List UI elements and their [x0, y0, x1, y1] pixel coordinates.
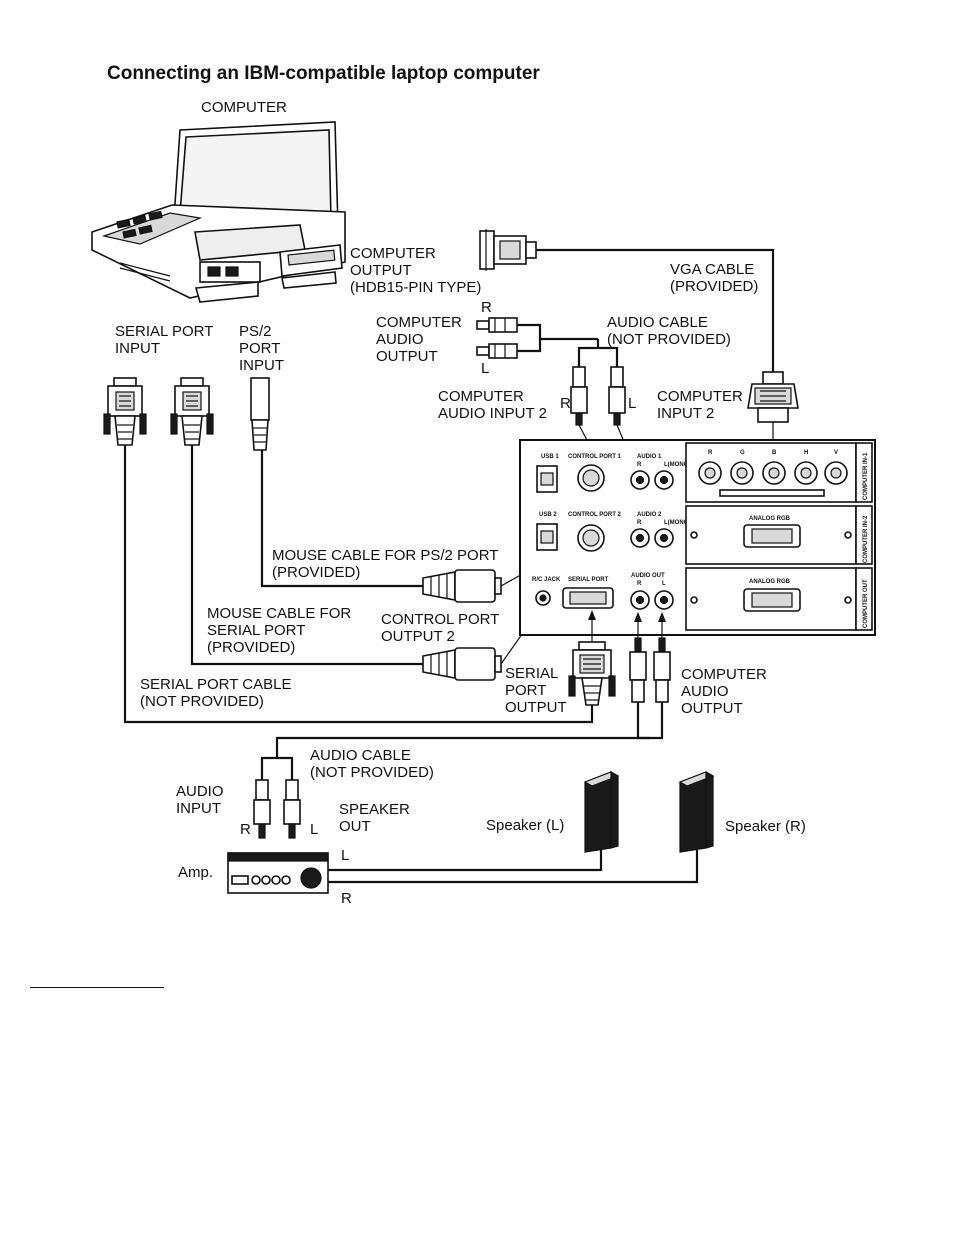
label-computer-input-2: COMPUTER INPUT 2 — [657, 388, 747, 422]
audio-cable-top-split — [577, 339, 619, 367]
vga-connector-computer-output — [479, 229, 537, 271]
bnc-label-h: H — [804, 450, 808, 456]
panel-label-audio2: AUDIO 2 — [637, 512, 662, 518]
label-serial-port-input: SERIAL PORT INPUT — [115, 323, 217, 357]
diagram-title: Connecting an IBM-compatible laptop comp… — [107, 63, 540, 84]
footer-rule — [30, 987, 164, 988]
speaker-left — [583, 770, 620, 853]
serial-port-cable — [123, 445, 594, 724]
label-top-r: R — [481, 299, 492, 316]
label-amp: Amp. — [178, 864, 213, 881]
ps2-plug-control-port — [422, 537, 588, 603]
audio-plug-top-l — [476, 343, 518, 359]
panel-label-serial-port: SERIAL PORT — [568, 577, 609, 583]
label-speaker-r-channel: R — [341, 890, 352, 907]
audio-plug-amp-r — [253, 779, 271, 839]
audio-cable-bottom — [275, 736, 650, 758]
panel-label-control-port-1: CONTROL PORT 1 — [568, 454, 622, 460]
panel-label-audio1-r: R — [637, 462, 642, 468]
vga-connector-computer-input-2 — [747, 371, 799, 540]
label-ps2-port-input: PS/2 PORT INPUT — [239, 323, 284, 374]
serial-mouse-plug-control-port — [422, 542, 587, 681]
label-computer-audio-input-2: COMPUTER AUDIO INPUT 2 — [438, 388, 547, 422]
label-top-l: L — [481, 360, 489, 377]
audio-cable-bottom-join — [636, 702, 664, 740]
serial-connector-serial-port-cable — [103, 377, 147, 446]
label-amp-l: L — [310, 821, 318, 838]
mouse-cable-serial — [190, 445, 423, 666]
bnc-label-r: R — [708, 450, 713, 456]
panel-label-audio-out: AUDIO OUT — [631, 573, 665, 579]
label-speaker-l-channel: L — [341, 847, 349, 864]
speaker-wire-right — [328, 850, 699, 884]
panel-label-control-port-2: CONTROL PORT 2 — [568, 512, 622, 518]
panel-label-audio-out-r: R — [637, 581, 642, 587]
panel-label-audio1: AUDIO 1 — [637, 454, 662, 460]
label-input2-r: R — [560, 395, 571, 412]
panel-label-usb1: USB 1 — [541, 454, 559, 460]
panel-label-computer-out: COMPUTER OUT — [863, 579, 869, 628]
label-mouse-cable-ps2: MOUSE CABLE FOR PS/2 PORT (PROVIDED) — [272, 547, 502, 581]
audio-plug-top-r — [476, 317, 518, 333]
panel-label-audio1-l: L(MONO) — [664, 462, 690, 468]
bnc-label-b: B — [772, 450, 777, 456]
laptop-illustration: COMPUTER — [91, 99, 346, 303]
serial-connector-mouse-cable — [170, 377, 214, 446]
label-input2-l: L — [628, 395, 636, 412]
label-vga-cable: VGA CABLE (PROVIDED) — [670, 261, 758, 295]
label-amp-r: R — [240, 821, 251, 838]
panel-label-analog-rgb-1: ANALOG RGB — [749, 516, 791, 522]
label-audio-cable-top: AUDIO CABLE (NOT PROVIDED) — [607, 314, 731, 348]
projector-terminal-panel: USB 1 CONTROL PORT 1 AUDIO 1 R L(MONO) U… — [519, 439, 876, 636]
speaker-wire-left — [328, 850, 603, 872]
panel-label-rc-jack: R/C JACK — [532, 577, 561, 583]
serial-connector-serial-port-output — [568, 610, 616, 706]
vga-cable — [536, 248, 775, 372]
audio-cable-amp-split — [260, 756, 294, 780]
audio-plug-amp-l — [283, 779, 301, 839]
mouse-cable-ps2 — [260, 450, 423, 588]
bnc-label-v: V — [834, 450, 838, 456]
amplifier — [227, 852, 329, 894]
label-control-port-output-2: CONTROL PORT OUTPUT 2 — [381, 611, 503, 645]
label-serial-port-cable: SERIAL PORT CABLE (NOT PROVIDED) — [140, 676, 296, 710]
ps2-connector-mouse-cable — [250, 377, 270, 451]
panel-label-usb2: USB 2 — [539, 512, 557, 518]
panel-label-audio2-l: L(MONO) — [664, 520, 690, 526]
bnc-label-g: G — [740, 450, 745, 456]
label-computer-audio-output-bottom: COMPUTER AUDIO OUTPUT — [681, 666, 771, 717]
panel-label-analog-rgb-2: ANALOG RGB — [749, 579, 791, 585]
label-speaker-left: Speaker (L) — [486, 817, 564, 834]
label-audio-input: AUDIO INPUT — [176, 783, 228, 817]
label-speaker-out: SPEAKER OUT — [339, 801, 414, 835]
label-computer: COMPUTER — [201, 99, 287, 116]
label-mouse-cable-serial: MOUSE CABLE FOR SERIAL PORT (PROVIDED) — [207, 605, 355, 656]
audio-cable-top-join — [517, 323, 598, 353]
label-computer-output: COMPUTER OUTPUT (HDB15-PIN TYPE) — [350, 245, 481, 296]
label-speaker-right: Speaker (R) — [725, 818, 806, 835]
panel-label-computer-in-2: COMPUTER IN-2 — [863, 515, 869, 563]
label-computer-audio-output-top: COMPUTER AUDIO OUTPUT — [376, 314, 466, 365]
panel-label-audio-out-l: L — [662, 581, 666, 587]
audio-plug-audio-out-l — [653, 612, 671, 703]
label-serial-port-output: SERIAL PORT OUTPUT — [505, 665, 567, 716]
panel-label-computer-in-1: COMPUTER IN-1 — [863, 452, 869, 500]
speaker-right — [678, 770, 715, 853]
panel-label-audio2-r: R — [637, 520, 642, 526]
label-audio-cable-bottom: AUDIO CABLE (NOT PROVIDED) — [310, 747, 434, 781]
